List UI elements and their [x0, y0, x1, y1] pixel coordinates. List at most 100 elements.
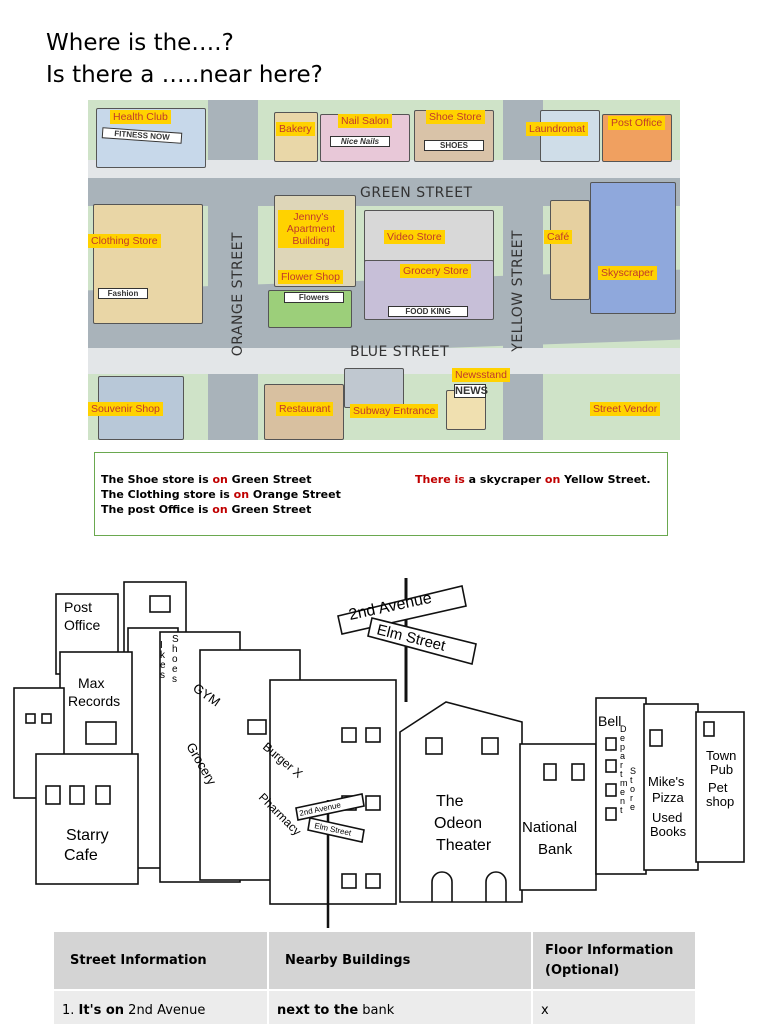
example-sentence-3: The post Office is on Green Street	[101, 503, 311, 516]
label-restaurant: Restaurant	[276, 402, 334, 416]
window	[425, 737, 443, 755]
preposition: on	[212, 503, 228, 516]
example-sentence-1: The Shoe store is on Green Street	[101, 473, 312, 486]
letter: p	[620, 742, 625, 752]
text: Yellow Street.	[560, 473, 651, 486]
letter: a	[620, 751, 625, 761]
mikes-pizza-text: Mike's	[648, 774, 685, 789]
label-post-office: Post Office	[608, 116, 666, 130]
label-bakery: Bakery	[276, 122, 315, 136]
town-pub-text: Pub	[710, 762, 733, 777]
label-video-store: Video Store	[384, 230, 445, 244]
ikes-shoes-text: I k e s S h o e s	[160, 634, 179, 685]
window	[605, 737, 617, 751]
pet-shop-text: shop	[706, 794, 734, 809]
window	[149, 595, 171, 613]
preposition: on	[212, 473, 228, 486]
letter: s	[172, 674, 177, 685]
letter: o	[630, 784, 635, 794]
preposition: on	[233, 488, 250, 501]
label-skyscraper: Skyscraper	[598, 266, 657, 280]
window	[605, 759, 617, 773]
burger-building	[269, 679, 397, 905]
department-store-text: D e p a r t m e n t S t o r e	[620, 724, 636, 815]
starry-cafe-text: Starry	[66, 827, 109, 844]
road-orange-street	[208, 100, 258, 440]
sign-text: Elm Street	[375, 621, 448, 655]
flowers-sign: Flowers	[284, 292, 344, 303]
letter: S	[172, 634, 179, 645]
street-sign-elm-street: Elm Street	[367, 617, 477, 665]
window	[95, 785, 111, 805]
bakery-building	[274, 112, 318, 162]
mikes-pizza-text: Pizza	[652, 790, 685, 805]
label-laundromat: Laundromat	[526, 122, 589, 136]
blue-street-name: BLUE STREET	[350, 344, 450, 360]
town-pub-building	[695, 711, 745, 863]
window	[247, 719, 267, 735]
laundromat-building	[540, 110, 600, 162]
letter: r	[630, 793, 633, 803]
letter: t	[620, 769, 623, 779]
door	[431, 871, 453, 902]
window	[341, 727, 357, 743]
letter: e	[630, 802, 635, 812]
letter: D	[620, 724, 627, 734]
letter: I	[160, 640, 163, 651]
letter: e	[620, 787, 625, 797]
label-health-club: Health Club	[110, 110, 171, 124]
window	[45, 785, 61, 805]
news-sign: NEWS	[454, 384, 488, 398]
subway-entrance-structure	[344, 368, 404, 408]
starry-cafe-text: Cafe	[64, 847, 98, 864]
label-flower-shop: Flower Shop	[278, 270, 343, 284]
road-yellow-street	[503, 100, 543, 440]
label-street-vendor: Street Vendor	[590, 402, 661, 416]
header-street-information: Street Information	[54, 932, 269, 990]
letter: e	[172, 664, 178, 675]
window	[365, 795, 381, 811]
sidewalk	[88, 160, 680, 178]
next-to: next to the	[277, 1003, 359, 1018]
letter: r	[620, 760, 623, 770]
window	[41, 713, 52, 724]
max-records-text: Max	[78, 675, 104, 691]
heading-is-there: Is there a …..near here?	[46, 62, 323, 88]
food-king-sign: FOOD KING	[388, 306, 468, 317]
window	[365, 727, 381, 743]
post-office-text: Post	[64, 599, 92, 615]
street: 2nd Avenue	[128, 1003, 206, 1018]
window	[365, 873, 381, 889]
letter: n	[620, 796, 625, 806]
row-number: 1.	[62, 1003, 75, 1018]
street-info-table: Street Information Nearby Buildings Floo…	[54, 932, 697, 1024]
text: The post Office is	[101, 503, 213, 516]
odeon-text: The	[436, 793, 464, 810]
label-nail-salon: Nail Salon	[338, 114, 392, 128]
window	[25, 713, 36, 724]
preposition: on	[544, 473, 561, 486]
street-drawing: 2nd Avenue Elm Street 2nd Avenue Elm Str…	[13, 578, 745, 928]
window	[85, 721, 117, 745]
odeon-text: Theater	[436, 837, 492, 854]
there-is: There is	[415, 473, 465, 486]
green-street-name: GREEN STREET	[360, 185, 473, 201]
table-header-row: Street Information Nearby Buildings Floo…	[54, 932, 697, 990]
department-store-building	[595, 697, 647, 875]
clothing-store-building	[93, 204, 203, 324]
table-row: 1. It's on 2nd Avenue next to the bank x	[54, 989, 697, 1024]
cell-nearby-buildings: next to the bank	[268, 989, 533, 1024]
letter: e	[620, 733, 625, 743]
bank-text: Bank	[538, 841, 573, 858]
letter: S	[630, 766, 636, 776]
letter: s	[160, 670, 165, 681]
header-floor-information: Floor Information (Optional)	[532, 932, 697, 990]
text: The Shoe store is	[101, 473, 213, 486]
cafe-building	[550, 200, 590, 300]
letter: t	[630, 775, 633, 785]
fashion-sign: Fashion	[98, 288, 148, 299]
label-newsstand: Newsstand	[452, 368, 510, 382]
window	[605, 783, 617, 797]
example-sentence-4: There is a skycraper on Yellow Street.	[415, 473, 651, 486]
post-office-text: Office	[64, 617, 101, 633]
